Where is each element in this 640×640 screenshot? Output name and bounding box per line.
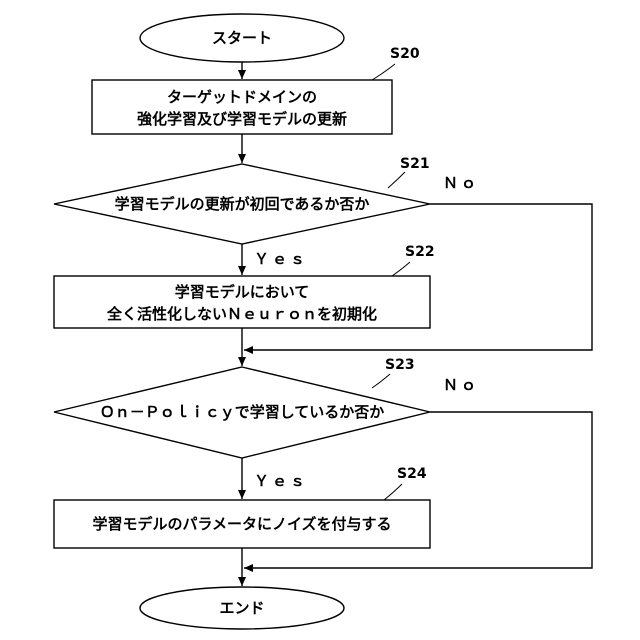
- s23-step-label: S23: [385, 357, 415, 373]
- s20-text-line1: ターゲットドメインの: [167, 88, 317, 106]
- s21-leader-line: [388, 172, 405, 188]
- s22-leader-line: [392, 262, 410, 276]
- s20-step-label: S20: [390, 46, 420, 62]
- s20-leader-line: [372, 64, 395, 80]
- s20-text-line2: 強化学習及び学習モデルの更新: [137, 110, 347, 128]
- s23-text: Ｏｎ－Ｐｏｌｉｃｙで学習しているか否か: [100, 403, 385, 422]
- s23-no-label: Ｎｏ: [443, 376, 479, 394]
- s23-yes-label: Ｙｅｓ: [254, 472, 308, 490]
- s22-step-label: S22: [405, 244, 435, 260]
- s21-yes-label: Ｙｅｓ: [254, 250, 308, 268]
- s21-step-label: S21: [400, 156, 430, 172]
- s24-leader-line: [384, 484, 402, 500]
- s24-step-label: S24: [397, 466, 427, 482]
- start-label: スタート: [212, 29, 272, 47]
- s22-text-line2: 全く活性化しないＮｅｕｒｏｎを初期化: [106, 305, 377, 323]
- s22-text-line1: 学習モデルにおいて: [175, 283, 310, 301]
- s21-text: 学習モデルの更新が初回であるか否か: [115, 195, 370, 213]
- s23-leader-line: [372, 374, 390, 388]
- s24-text: 学習モデルのパラメータにノイズを付与する: [92, 515, 391, 533]
- s21-no-label: Ｎｏ: [443, 174, 479, 192]
- end-label: エンド: [219, 599, 264, 617]
